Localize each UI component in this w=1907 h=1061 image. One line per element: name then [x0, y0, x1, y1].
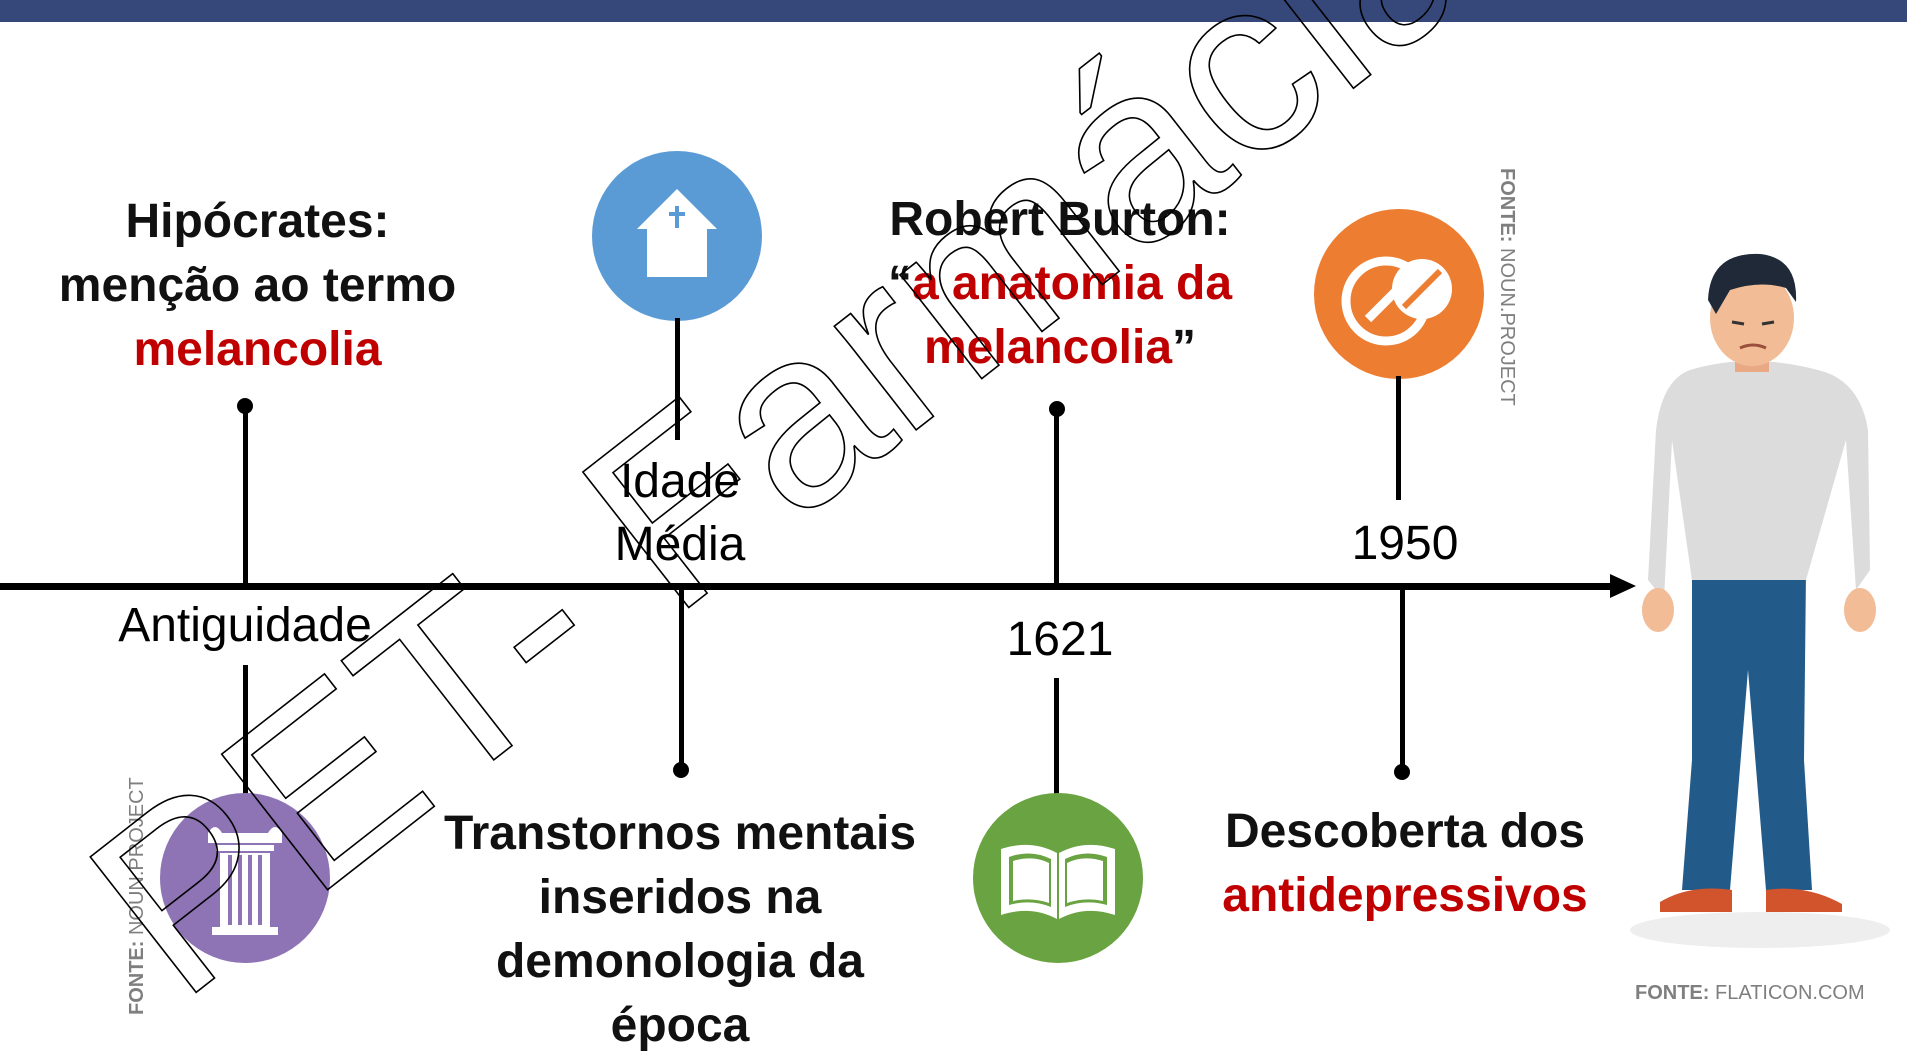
year-1621: 1621 — [1006, 613, 1114, 666]
noun-right-label: FONTE: — [1496, 168, 1518, 243]
demonologia-line1: Transtornos mentais — [443, 807, 917, 860]
noun-left-label: FONTE: — [126, 940, 148, 1015]
sad-man-illustration — [1620, 240, 1890, 960]
antiguidade-top-stem — [243, 405, 248, 585]
flaticon-source: FONTE: FLATICON.COM — [1635, 982, 1865, 1005]
antidepressivos-description: Descoberta dos antidepressivos — [1170, 800, 1640, 928]
antiguidade-bottom-stem — [243, 665, 248, 805]
burton-bottom-stem — [1054, 678, 1059, 798]
antidepressivos-line1: Descoberta dos — [1224, 805, 1586, 858]
burton-quote-line2: melancolia” — [820, 316, 1300, 380]
hipocrates-title: Hipócrates: menção ao termo melancolia — [20, 190, 495, 382]
idade-media-line2: Média — [614, 518, 746, 571]
idade-media-bottom-stem — [679, 588, 684, 768]
antidepressivos-top-stem — [1396, 376, 1401, 500]
hipocrates-highlight: melancolia — [133, 323, 382, 376]
antidepressivos-bottom-dot — [1394, 764, 1410, 780]
idade-media-bottom-dot — [673, 762, 689, 778]
burton-open-quote: “ — [887, 257, 912, 310]
burton-close-quote: ” — [1172, 321, 1197, 374]
noun-project-source-right: FONTE: NOUN.PROJECT — [1495, 168, 1518, 406]
column-icon — [160, 793, 330, 963]
hipocrates-line2: menção ao termo — [58, 259, 457, 312]
burton-top-stem — [1054, 408, 1059, 586]
timeline-axis — [0, 583, 1615, 590]
burton-quote-line1: “a anatomia da — [820, 252, 1300, 316]
idade-media-label: Idade Média — [560, 450, 800, 576]
antidepressivos-bottom-stem — [1400, 588, 1405, 768]
noun-project-source-left: FONTE: NOUN.PROJECT — [126, 777, 149, 1015]
year-1950: 1950 — [1351, 517, 1459, 570]
header-bar — [0, 0, 1907, 22]
burton-highlight-line2: melancolia — [923, 321, 1173, 374]
antidepressivos-highlight: antidepressivos — [1222, 869, 1588, 922]
noun-right-value: NOUN.PROJECT — [1496, 242, 1518, 406]
book-icon — [973, 793, 1143, 963]
timeline-arrowhead — [1610, 574, 1636, 598]
idade-media-line1: Idade — [619, 455, 741, 508]
demonologia-line3: demonologia da — [495, 935, 864, 988]
burton-title: Robert Burton: “a anatomia da melancolia… — [820, 188, 1300, 380]
hipocrates-line1: Hipócrates: — [125, 195, 390, 248]
idade-media-top-stem — [675, 318, 680, 440]
antiguidade-label: Antiguidade — [118, 599, 372, 652]
burton-line1: Robert Burton: — [889, 193, 1231, 246]
flaticon-label: FONTE: — [1635, 982, 1710, 1004]
noun-left-value: NOUN.PROJECT — [126, 777, 148, 941]
flaticon-value: FLATICON.COM — [1709, 982, 1865, 1004]
burton-highlight-line1: a anatomia da — [911, 257, 1233, 310]
demonologia-line4: época — [610, 999, 750, 1052]
pill-icon — [1314, 209, 1484, 379]
demonologia-line2: inseridos na — [538, 871, 822, 924]
demonologia-description: Transtornos mentais inseridos na demonol… — [400, 802, 960, 1058]
church-icon — [592, 151, 762, 321]
